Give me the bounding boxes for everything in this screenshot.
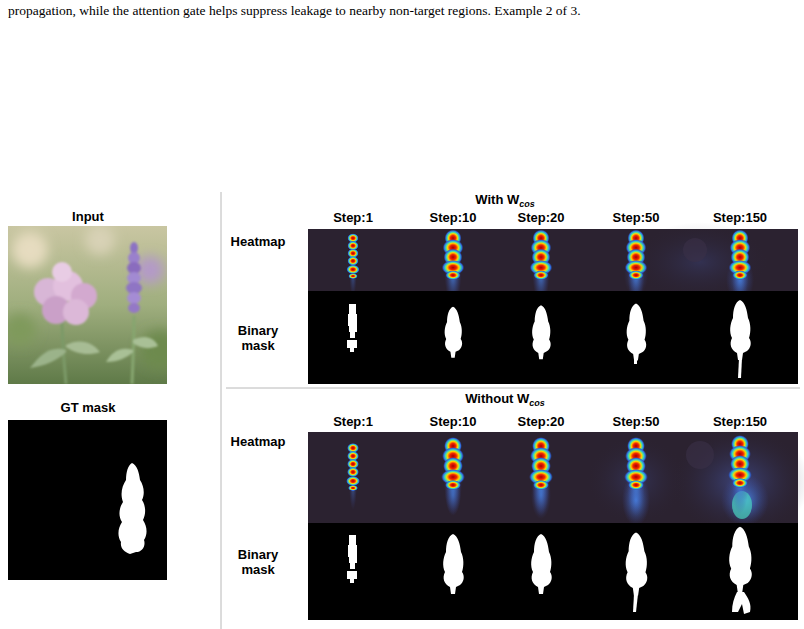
figure-shape <box>624 437 648 516</box>
figure-shape <box>52 262 72 282</box>
figure-shape <box>140 330 167 370</box>
figure-shape <box>738 358 742 378</box>
figure-shape <box>118 463 146 554</box>
row-label: Binary mask <box>226 324 290 354</box>
figure-shape <box>63 299 89 325</box>
figure-shape <box>683 238 707 262</box>
figure-shape <box>66 341 100 354</box>
row-label: Heatmap <box>231 235 286 250</box>
gt-mask <box>8 420 167 580</box>
row-label: Heatmap <box>231 435 286 450</box>
subscript: cos <box>529 398 545 408</box>
subscript: cos <box>519 199 535 209</box>
binary-mask-row <box>308 523 798 620</box>
figure-shape <box>30 349 66 368</box>
section-title: Without Wcos <box>465 391 545 408</box>
figure-shape <box>346 443 360 510</box>
figure-shape <box>670 427 804 537</box>
step-label: Step:20 <box>518 211 565 226</box>
row-label: Binary mask <box>226 548 290 578</box>
step-label: Step:50 <box>613 211 660 226</box>
figure-shape <box>85 226 115 255</box>
divider-line <box>226 388 800 389</box>
step-label: Step:1 <box>333 415 373 430</box>
figure-shape <box>133 337 158 348</box>
figure-shape <box>347 304 357 352</box>
figure-shape <box>8 420 167 580</box>
step-label: Step:50 <box>613 415 660 430</box>
figure-shape <box>627 304 647 361</box>
step-label: Step:150 <box>713 415 767 430</box>
figure-shape <box>686 441 714 469</box>
figure-shape <box>626 532 648 595</box>
figure-shape <box>730 300 751 360</box>
figure-shape <box>445 307 462 358</box>
binary-mask-row <box>308 291 798 384</box>
section-title-text: Without W <box>465 391 529 406</box>
step-label: Step:150 <box>713 211 767 226</box>
panel-label: Input <box>72 210 104 225</box>
section-title-text: With W <box>475 192 519 207</box>
figure-shape <box>630 222 770 302</box>
figure-shape <box>732 592 751 614</box>
figure-shape <box>529 437 553 516</box>
figure-shape <box>443 534 464 594</box>
step-label: Step:1 <box>333 211 373 226</box>
step-label: Step:10 <box>430 211 477 226</box>
figure-shape <box>729 527 752 593</box>
figure-shape <box>531 534 552 594</box>
section-title: With Wcos <box>475 192 534 209</box>
figure-shape <box>8 314 36 346</box>
divider-line <box>221 192 222 629</box>
figure-shape <box>634 356 637 364</box>
figure-shape <box>127 292 141 304</box>
input-photo <box>8 226 167 384</box>
figure-shape <box>12 232 48 268</box>
figure-shape <box>128 303 140 313</box>
figure-shape <box>532 305 551 359</box>
figure-shape <box>441 437 465 516</box>
figure-shape <box>728 435 752 514</box>
figure-shape <box>308 523 798 620</box>
figure-shape <box>346 233 359 297</box>
figure-shape <box>30 242 158 384</box>
figure-shape <box>633 594 638 612</box>
heatmap-row <box>308 427 804 537</box>
figure-shape <box>106 349 133 362</box>
figure-shape <box>308 291 798 384</box>
figure-shape <box>8 226 167 370</box>
panel-label: GT mask <box>61 401 116 416</box>
step-label: Step:10 <box>430 415 477 430</box>
step-label: Step:20 <box>518 415 565 430</box>
figure-caption: propagation, while the attention gate he… <box>8 2 796 20</box>
figure-shape <box>347 535 357 583</box>
